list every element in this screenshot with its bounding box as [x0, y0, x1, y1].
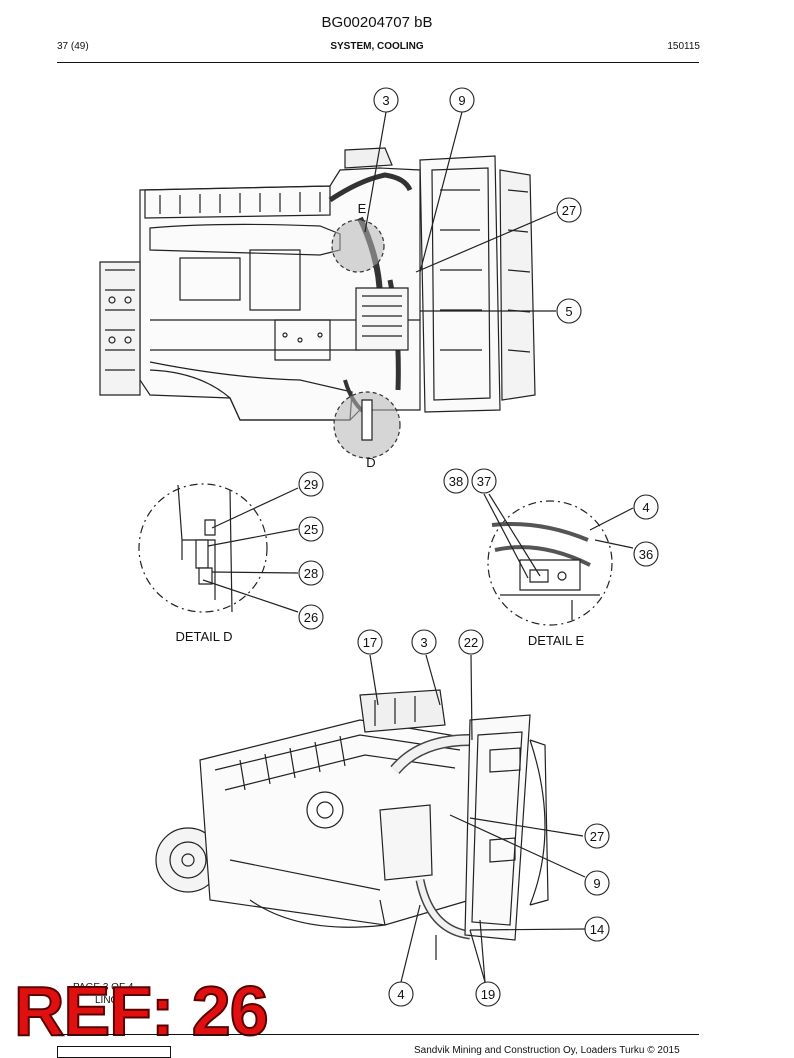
callout-label: 5 [565, 304, 572, 319]
callout-label: 29 [304, 477, 318, 492]
header-rule [57, 62, 699, 63]
callout-e-2 [633, 494, 659, 520]
page-count: 37 (49) [57, 41, 89, 52]
callout-label: 36 [639, 547, 653, 562]
callout-bottom-6 [388, 981, 414, 1007]
detail-e-marker: E [358, 201, 367, 216]
callout-d-1 [298, 516, 324, 542]
callout-label: 17 [363, 635, 377, 650]
callout-bottom-3 [584, 823, 610, 849]
detail-e-title: DETAIL E [528, 633, 585, 648]
engine-perspective-view [155, 654, 586, 983]
detail-d-marker: D [366, 455, 375, 470]
callout-label: 26 [304, 610, 318, 625]
detail-d-view [138, 483, 299, 613]
callout-bottom-0 [357, 629, 383, 655]
callout-bottom-4 [584, 870, 610, 896]
document-date: 150115 [667, 41, 700, 52]
footer-rule [57, 1034, 699, 1035]
callout-label: 4 [397, 987, 404, 1002]
callout-label: 14 [590, 922, 604, 937]
callout-e-3 [633, 541, 659, 567]
page-of-label: PAGE 3 OF 4 [73, 982, 134, 993]
callout-label: 28 [304, 566, 318, 581]
footer-logo [57, 1046, 171, 1058]
callout-label: 3 [382, 93, 389, 108]
callout-bottom-7 [475, 981, 501, 1007]
document-id: BG00204707 bB [321, 14, 433, 31]
callout-top-2 [556, 197, 582, 223]
callout-bottom-5 [584, 916, 610, 942]
section-title: SYSTEM, COOLING [330, 41, 424, 52]
callout-top-3 [556, 298, 582, 324]
callout-d-0 [298, 471, 324, 497]
callout-label: 38 [449, 474, 463, 489]
ref-stamp: REF: 26 [13, 972, 270, 1050]
callout-label: 27 [562, 203, 576, 218]
callout-bottom-1 [411, 629, 437, 655]
engine-side-view [99, 147, 536, 459]
callout-top-1 [449, 87, 475, 113]
callout-label: 22 [464, 635, 478, 650]
callout-label: 9 [593, 876, 600, 891]
callout-label: 4 [642, 500, 649, 515]
callout-e-0 [443, 468, 469, 494]
page-sub-label: LING [95, 995, 119, 1006]
callout-bubbles [298, 87, 659, 1007]
callout-label: 19 [481, 987, 495, 1002]
callout-d-3 [298, 604, 324, 630]
callout-label: 25 [304, 522, 318, 537]
callout-label: 27 [590, 829, 604, 844]
detail-d-title: DETAIL D [175, 629, 232, 644]
callout-label: 9 [458, 93, 465, 108]
callout-e-1 [471, 468, 497, 494]
detail-e-view [483, 493, 634, 626]
callout-label: 3 [420, 635, 427, 650]
callout-numbers: 3 9 27 5 29 25 28 26 38 37 4 36 17 3 22 … [304, 93, 653, 1002]
callout-d-2 [298, 560, 324, 586]
callout-bottom-2 [458, 629, 484, 655]
callout-top-0 [373, 87, 399, 113]
callout-label: 37 [477, 474, 491, 489]
footer-copyright: Sandvik Mining and Construction Oy, Load… [414, 1045, 680, 1056]
